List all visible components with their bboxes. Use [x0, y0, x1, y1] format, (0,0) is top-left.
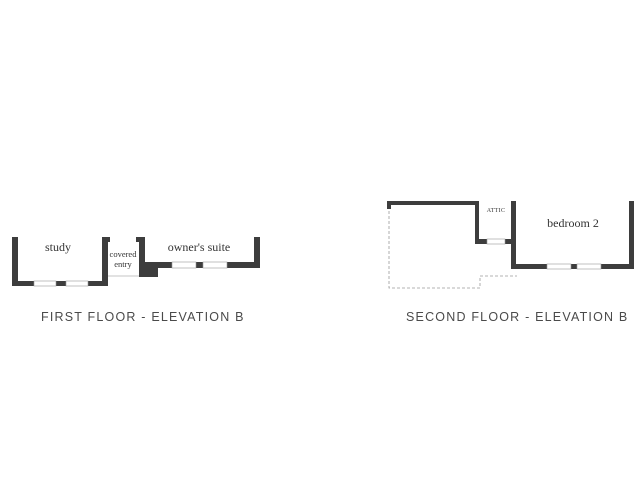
- bedroom-2-walls: [511, 201, 634, 269]
- first-floor-caption: FIRST FLOOR - ELEVATION B: [41, 310, 245, 324]
- owners-suite-label: owner's suite: [168, 240, 230, 254]
- bedroom-2-windows: [546, 263, 602, 270]
- attic-label: ATTIC: [487, 208, 506, 214]
- owners-suite-walls: [136, 237, 260, 277]
- second-floor-caption: SECOND FLOOR - ELEVATION B: [406, 310, 629, 324]
- upper-left-walls: [387, 201, 476, 209]
- bedroom-2-label: bedroom 2: [547, 216, 599, 230]
- covered-entry-label-line2: entry: [114, 259, 132, 269]
- study-label: study: [45, 240, 71, 254]
- second-floor-plan: ATTIC bedroom 2: [387, 201, 634, 289]
- attic-window: [486, 238, 506, 245]
- covered-entry-label-line1: covered: [110, 249, 138, 259]
- first-floor-plan: study covered entry owner's suite: [12, 237, 260, 287]
- open-to-below-outline: [388, 206, 517, 289]
- owners-suite-windows: [171, 261, 228, 269]
- study-walls: [12, 237, 110, 286]
- study-windows: [33, 280, 89, 287]
